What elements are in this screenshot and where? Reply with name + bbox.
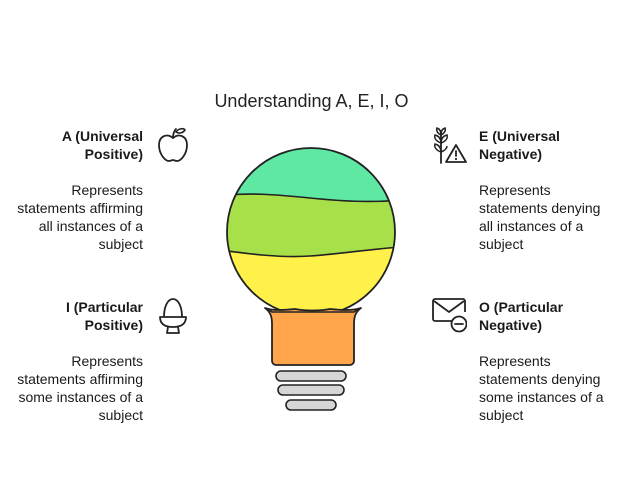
bulb-base-o [264, 307, 362, 366]
bulb-screw-2 [277, 384, 345, 396]
egg-cup-icon [159, 298, 187, 334]
bulb-layer-e [227, 194, 395, 257]
block-a: A (Universal Positive) Represents statem… [13, 127, 143, 253]
description-e: Represents statements denying all instan… [479, 182, 601, 252]
block-o: O (Particular Negative) Represents state… [479, 298, 609, 424]
heading-i: I (Particular Positive) [65, 299, 143, 333]
bulb-screw-1 [275, 370, 347, 382]
mail-minus-icon [432, 298, 467, 333]
block-e: E (Universal Negative) Represents statem… [479, 127, 609, 253]
bulb-screw-3 [285, 399, 337, 411]
wheat-warning-icon [434, 127, 467, 164]
description-a: Represents statements affirming all inst… [17, 182, 143, 252]
diagram-title: Understanding A, E, I, O [214, 91, 409, 111]
heading-e: E (Universal Negative) [479, 128, 560, 162]
description-i: Represents statements affirming some ins… [17, 353, 143, 423]
apple-icon [158, 127, 188, 162]
heading-a: A (Universal Positive) [61, 128, 143, 162]
description-o: Represents statements denying some insta… [479, 353, 604, 423]
bulb-layer-a [227, 148, 395, 202]
block-i: I (Particular Positive) Represents state… [13, 298, 143, 424]
heading-o: O (Particular Negative) [479, 299, 564, 333]
